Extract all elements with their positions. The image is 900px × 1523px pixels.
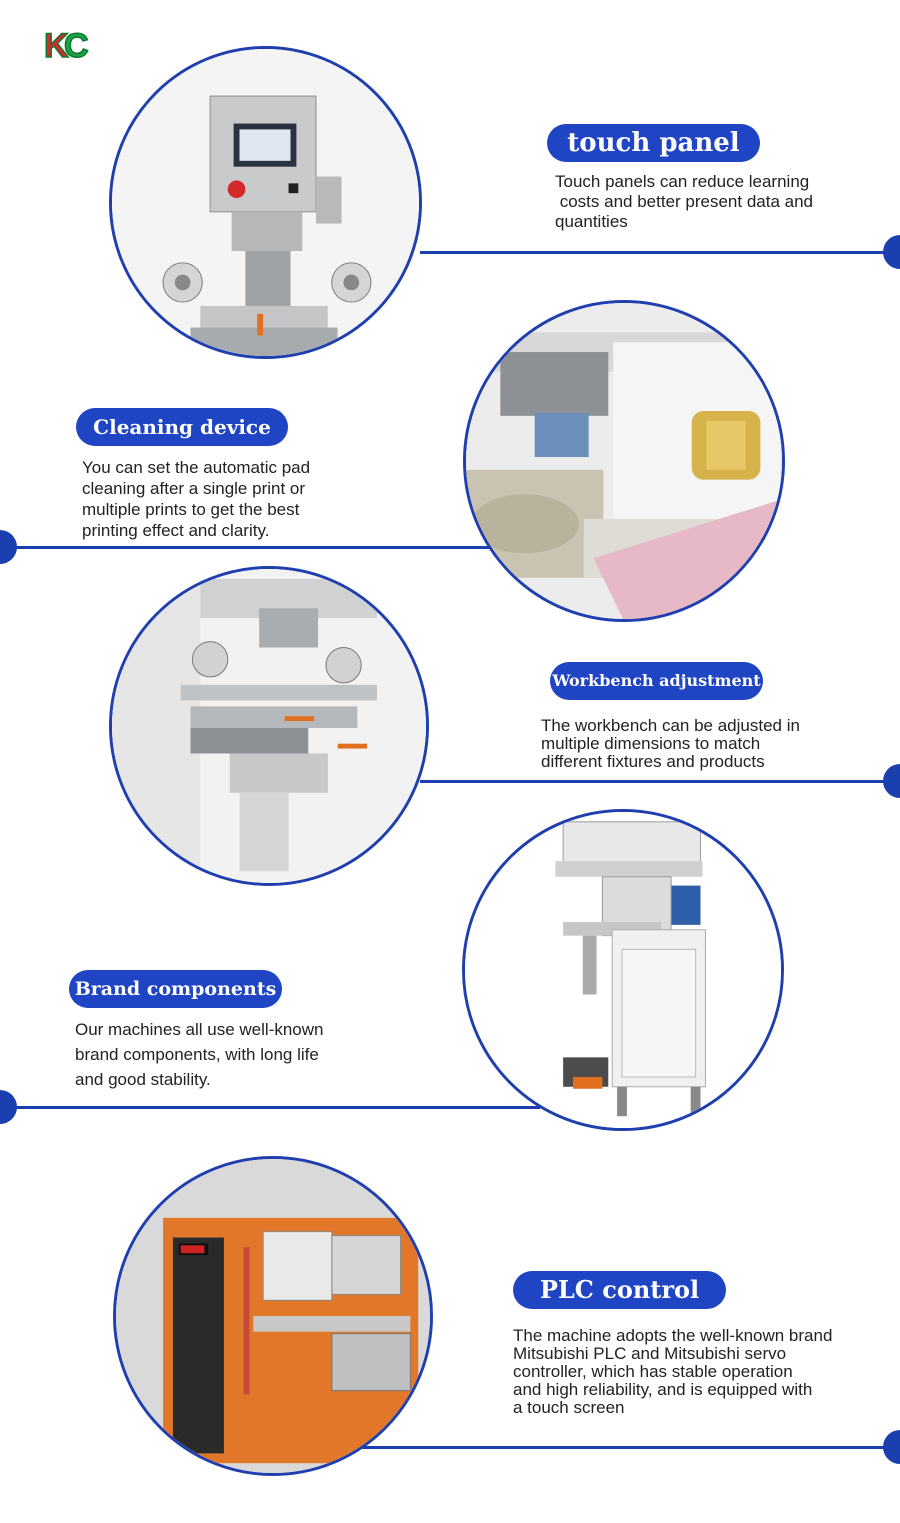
bullet-dot-5 bbox=[883, 1430, 900, 1464]
desc-line: The machine adopts the well-known brand bbox=[513, 1326, 833, 1345]
logo-letter-k: K bbox=[43, 27, 69, 65]
divider-line-3 bbox=[420, 780, 890, 783]
plc-control-photo bbox=[113, 1156, 433, 1476]
full-machine-photo bbox=[462, 809, 784, 1131]
bullet-dot-4 bbox=[0, 1090, 17, 1124]
divider-line-5 bbox=[360, 1446, 890, 1449]
bullet-dot-1 bbox=[883, 235, 900, 269]
brand-logo: K C bbox=[43, 27, 94, 65]
desc-line: Our machines all use well-known bbox=[75, 1020, 324, 1039]
desc-line: multiple prints to get the best bbox=[82, 500, 300, 519]
desc-line: controller, which has stable operation bbox=[513, 1362, 793, 1381]
desc-line: different fixtures and products bbox=[541, 752, 765, 771]
desc-line: costs and better present data and bbox=[555, 192, 814, 211]
feature-title-workbench-adjustment: Workbench adjustment bbox=[550, 662, 763, 700]
divider-line-1 bbox=[420, 251, 890, 254]
desc-line: You can set the automatic pad bbox=[82, 458, 311, 477]
touch-panel-photo bbox=[109, 46, 422, 359]
divider-line-4 bbox=[10, 1106, 540, 1109]
desc-line: a touch screen bbox=[513, 1398, 625, 1417]
logo-letter-c: C bbox=[63, 27, 89, 65]
bullet-dot-3 bbox=[883, 764, 900, 798]
feature-desc-workbench-adjustment: The workbench can be adjusted in multipl… bbox=[541, 717, 861, 771]
feature-title-touch-panel: touch panel bbox=[547, 124, 760, 162]
desc-line: and good stability. bbox=[75, 1070, 211, 1089]
desc-line: Touch panels can reduce learning bbox=[555, 172, 810, 191]
bullet-dot-2 bbox=[0, 530, 17, 564]
feature-desc-cleaning-device: You can set the automatic pad cleaning a… bbox=[82, 457, 382, 541]
desc-line: Mitsubishi PLC and Mitsubishi servo bbox=[513, 1344, 787, 1363]
divider-line-2 bbox=[10, 546, 490, 549]
cleaning-device-photo bbox=[463, 300, 785, 622]
desc-line: The workbench can be adjusted in bbox=[541, 716, 800, 735]
desc-line: quantities bbox=[555, 212, 628, 231]
desc-line: multiple dimensions to match bbox=[541, 734, 761, 753]
desc-line: printing effect and clarity. bbox=[82, 521, 270, 540]
feature-desc-touch-panel: Touch panels can reduce learning costs a… bbox=[555, 172, 855, 232]
feature-desc-brand-components: Our machines all use well-known brand co… bbox=[75, 1017, 375, 1092]
feature-title-brand-components: Brand components bbox=[69, 970, 282, 1008]
feature-title-plc-control: PLC control bbox=[513, 1271, 726, 1309]
desc-line: brand components, with long life bbox=[75, 1045, 319, 1064]
feature-title-cleaning-device: Cleaning device bbox=[76, 408, 288, 446]
desc-line: and high reliability, and is equipped wi… bbox=[513, 1380, 813, 1399]
desc-line: cleaning after a single print or bbox=[82, 479, 306, 498]
feature-desc-plc-control: The machine adopts the well-known brand … bbox=[513, 1327, 873, 1417]
workbench-photo bbox=[109, 566, 429, 886]
